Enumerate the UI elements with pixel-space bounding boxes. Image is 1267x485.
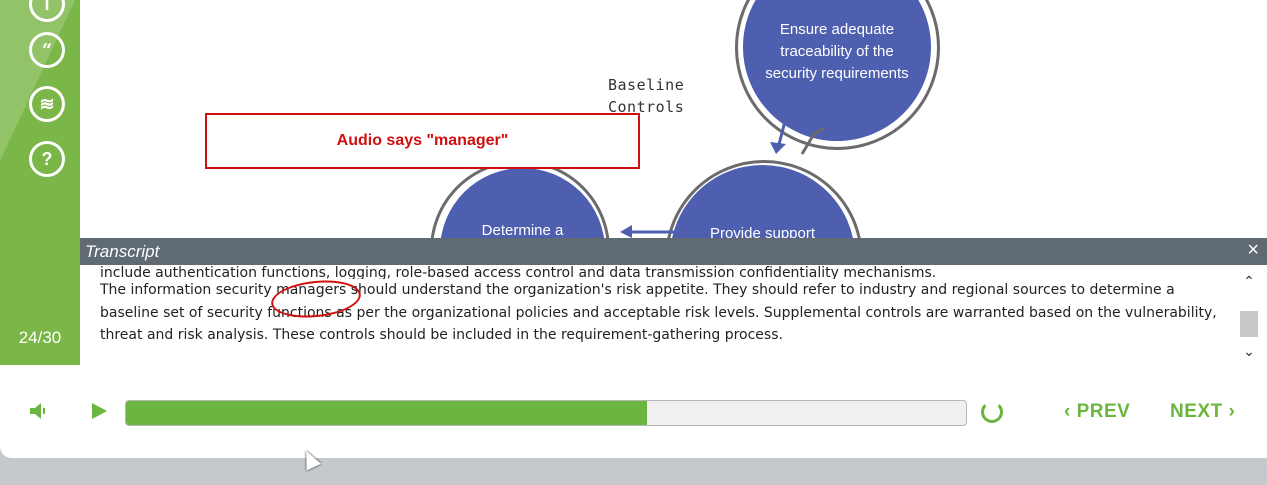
transcript-panel: Transcript × include authentication func… [80,238,1267,365]
transcript-title: Transcript [85,242,160,261]
transcript-header: Transcript × [80,238,1267,265]
slide-content: Ensure adequate traceability of the secu… [80,0,1267,238]
replay-icon[interactable] [981,401,1003,423]
volume-icon[interactable] [29,402,49,420]
prev-label: PREV [1076,401,1131,422]
baseline-controls-label: Baseline Controls [608,76,685,116]
close-icon[interactable]: × [1247,239,1259,261]
layers-icon[interactable]: ≋ [29,86,65,122]
chevron-down-icon[interactable]: ⌄ [1243,343,1255,359]
circle-traceability-text: Ensure adequate traceability of the secu… [765,21,909,82]
play-button[interactable] [92,403,107,419]
page-counter: 24/30 [18,328,62,347]
player-controls: ‹ PREV NEXT › [0,365,1267,458]
quote-icon[interactable]: “ [29,32,65,68]
transcript-line: include authentication functions, loggin… [100,265,937,279]
circle-support: Provide support [670,165,855,238]
transcript-text: include authentication functions, loggin… [100,265,1230,347]
transcript-scrollbar[interactable]: ⌃ ⌄ [1239,273,1259,359]
help-icon[interactable]: ? [29,141,65,177]
next-label: NEXT [1170,401,1223,422]
player-frame: i “ ≋ ? 24/30 Ensure adequate traceabili… [0,0,1267,458]
circle-support-text: Provide support [709,225,816,238]
next-button[interactable]: NEXT › [1170,401,1236,422]
circle-determine-text: Determine a [481,222,564,238]
scroll-thumb[interactable] [1240,311,1258,337]
transcript-paragraph: The information security managers should… [100,282,1217,343]
info-icon[interactable]: i [29,0,65,22]
progress-bar[interactable] [125,400,967,426]
arrow-down-icon [770,109,825,155]
arrow-left-icon [620,225,675,238]
prev-button[interactable]: ‹ PREV [1064,401,1131,422]
annotation-box: Audio says "manager" [205,113,640,169]
progress-fill [126,401,647,425]
sidebar: i “ ≋ ? 24/30 [0,0,80,365]
chevron-up-icon[interactable]: ⌃ [1243,273,1255,289]
